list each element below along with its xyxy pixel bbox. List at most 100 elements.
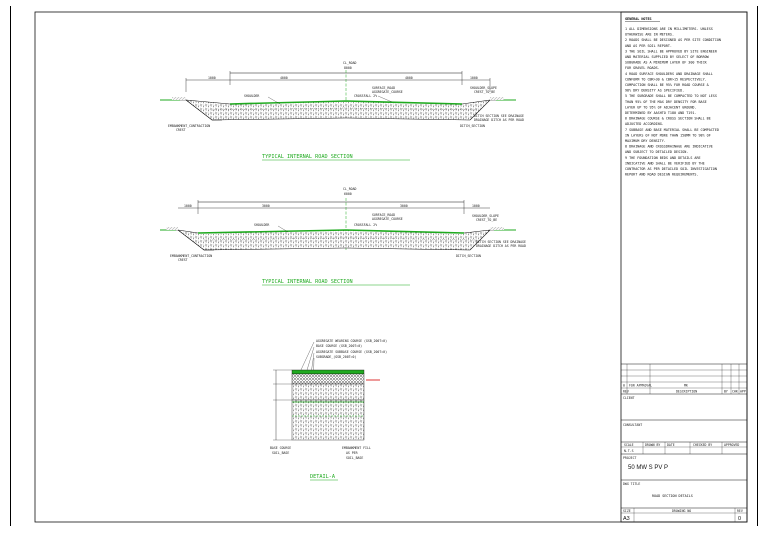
general-note-line: SUBGRADE AS A MINIMUM LAYER OF 300 THICK <box>625 61 708 65</box>
section2-left-dim: 3000 <box>262 204 270 208</box>
section1-callout-crest: CREST <box>176 128 186 132</box>
section2-total-width: 6000 <box>344 192 352 196</box>
general-note-line: CONTRACTOR AS PER DETAILED SOIL INVESTIG… <box>625 167 717 171</box>
drawing-no-label: DRAWING NO <box>672 509 691 513</box>
general-note-line: AND AS PER SOIL REPORT. <box>625 44 672 48</box>
section1-ditch-label: DITCH SECTION SEE DRAINAGE <box>474 114 524 118</box>
general-notes-heading: GENERAL NOTES <box>625 17 652 21</box>
section1-slope-label: DRAINAGE DITCH AS PER ROAD <box>474 118 524 122</box>
rev-header-chk: CHK <box>732 390 738 394</box>
general-note-line: AND MATERIAL SUPPLIED BY SELECT OF BORRO… <box>625 55 710 59</box>
detail-title: DETAIL-A <box>310 474 336 480</box>
detail-subgrade <box>291 399 365 441</box>
section1-callout-shoulder: SHOULDER <box>244 94 259 98</box>
road-section-1: CL_ROAD 8000 1000 4000 4000 1000 SHOULDE… <box>160 61 524 161</box>
detail-layer-4: SUBGRADE_(GSB_200T=0) <box>316 355 356 359</box>
section1-callout-aggregate: AGGREGATE_COURSE <box>372 90 403 94</box>
consultant-label: CONSULTANT <box>623 423 642 427</box>
section1-callout-surface: SURFACE_ROAD <box>372 86 395 90</box>
general-note-line: DETERMINED BY AASHTO T180 AND T191. <box>625 111 696 115</box>
general-note-line: REPORT AND ROAD DESIGN REQUIREMENTS. <box>625 173 699 177</box>
general-note-line: 7 SUBBASE AND BASE MATERIAL SHALL BE COM… <box>625 128 719 132</box>
section2-callout-embankment: EMBANKMENT_CONTRACTION <box>170 254 212 258</box>
section2-mid-label: CROSSFALL 2% <box>354 223 377 227</box>
drawing-title-label: DWG TITLE <box>623 482 640 486</box>
detail-layer-2: BASE COURSE (GSB_200T=0) <box>316 344 362 348</box>
section1-callout-embankment: EMBANKMENT_CONTRACTION <box>168 124 210 128</box>
rev-header-app: APP <box>740 390 746 394</box>
rev-value: 0 <box>738 516 741 522</box>
rev-header-rev: REV <box>623 390 629 394</box>
general-note-line: 4 ROAD SURFACE SHOULDERS AND DRAINAGE SH… <box>625 72 713 76</box>
size-value: A3 <box>623 516 630 522</box>
section1-cl-label: CL_ROAD <box>343 61 357 65</box>
left-divider-line <box>10 6 11 526</box>
section2-callout-aggregate: AGGREGATE_COURSE <box>372 217 403 221</box>
rev-row-1-desc: FOR APPROVAL <box>629 384 652 388</box>
detail-left-bottom-2: SOIL_BASE <box>272 451 289 455</box>
section1-title: TYPICAL INTERNAL ROAD SECTION <box>262 154 353 160</box>
general-note-line: CONFORM TO CBR>30 & CBR>15 RESPECTIVELY. <box>625 77 707 81</box>
general-note-line: 9 THE FOUNDATION BEDS AND DETAILS ARE <box>625 156 701 160</box>
section1-right-dim: 4000 <box>405 76 413 80</box>
general-note-line: AND SUBJECT TO DETAILED DESIGN. <box>625 150 688 154</box>
detail-left-bottom-1: BASE COURSE <box>270 446 291 450</box>
rev-header-by: BY <box>724 390 728 394</box>
section2-shoulder-dim-right: 1000 <box>472 204 480 208</box>
detail-wearing-course <box>291 369 365 375</box>
info-value-scale: N.T.S <box>624 449 634 453</box>
section2-right-dim: 3000 <box>400 204 408 208</box>
section1-left-dim: 4000 <box>280 76 288 80</box>
general-note-line: FOR GRAVEL ROADS. <box>625 66 660 70</box>
section2-callout-surface: SURFACE_ROAD <box>372 213 395 217</box>
section2-slope-label: DRAINAGE DITCH AS PER ROAD <box>476 244 526 248</box>
general-note-line: IN LAYERS OF NOT MORE THAN 150MM TO 98% … <box>625 133 711 137</box>
rev-row-1-rev: 0 <box>623 384 625 388</box>
general-note-line: LAYER UP TO 95% OF ADJACENT GROUND. <box>625 105 696 109</box>
section2-callout-shoulder: SHOULDER <box>254 223 269 227</box>
detail-a: AGGREGATE WEARING COURSE (GSB_200T=0) BA… <box>270 339 387 481</box>
general-note-line: ADJUSTED ACCORDING. <box>625 122 664 126</box>
detail-subbase-course <box>291 383 365 401</box>
title-block: 0 FOR APPROVAL MK REV DESCRIPTION BY CHK… <box>621 363 747 522</box>
section2-cl-label: CL_ROAD <box>343 187 357 191</box>
info-header-scale: SCALE <box>624 443 634 447</box>
detail-base-course <box>291 373 365 385</box>
section1-callout-shoulder-slope: SHOULDER_SLOPE <box>470 86 497 90</box>
general-note-line: THAN 95% OF THE MAX DRY DENSITY FOR BASE <box>625 100 707 104</box>
info-header-drawn: DRAWN BY <box>645 443 660 447</box>
section2-callout-ditch: DITCH_SECTION <box>456 254 481 258</box>
detail-layer-3: AGGREGATE SUBBASE COURSE (GSB_200T=0) <box>316 350 387 354</box>
general-note-line: 3 THE SOIL SHALL BE APPROVED BY SITE ENG… <box>625 49 718 53</box>
general-note-line: INDICATIVE AND SHALL BE VERIFIED BY THE <box>625 161 705 165</box>
project-name: 50 MW S PV P <box>628 465 668 471</box>
general-note-line: 5 THE SUBGRADE SHALL BE COMPACTED TO NOT… <box>625 94 717 98</box>
general-note-line: OTHERWISE ARE IN METERS. <box>625 33 674 37</box>
detail-layer-1: AGGREGATE WEARING COURSE (GSB_200T=0) <box>316 339 387 343</box>
section1-callout-crest-to-be: CREST_TO_BE <box>474 90 495 94</box>
right-divider-line <box>757 6 758 526</box>
section1-shoulder-dim-left: 1000 <box>208 76 216 80</box>
rev-label: REV <box>737 509 743 513</box>
general-note-line: 6 DRAINAGE COURSE & CROSS SECTION SHALL … <box>625 117 711 121</box>
section2-callout-crest-to-be: CREST_TO_BE <box>476 218 497 222</box>
section2-shoulder-dim-left: 1000 <box>184 204 192 208</box>
general-note-line: 8 DRAINAGE AND CROSSDRAINAGE ARE INDICAT… <box>625 145 713 149</box>
detail-right-bottom-1: EMBANKMENT FILL <box>342 446 371 450</box>
general-note-line: 98% DRY DENSITY AS SPECIFIED. <box>625 89 684 93</box>
drawing-title: ROAD SECTION DETAILS <box>652 494 693 498</box>
general-note-line: COMPACTION SHALL BE 95% FOR ROAD COURSE … <box>625 83 710 87</box>
info-header-checked: CHECKED BY <box>693 443 712 447</box>
general-note-line: 2 ROADS SHALL BE DESIGNED AS PER SITE CO… <box>625 38 721 42</box>
section1-mid-label: CROSSFALL 2% <box>354 94 377 98</box>
section2-callout-crest: CREST <box>178 258 188 262</box>
info-header-approved: APPROVED <box>724 443 739 447</box>
info-header-date: DATE <box>667 443 675 447</box>
rev-header-desc: DESCRIPTION <box>676 390 697 394</box>
section2-callout-shoulder-slope: SHOULDER_SLOPE <box>472 214 499 218</box>
general-note-line: MAXIMUM DRY DENSITY. <box>625 139 666 143</box>
general-notes: GENERAL NOTES 1 ALL DIMENSIONS ARE IN MI… <box>625 17 721 177</box>
rev-row-1-by: MK <box>684 384 688 388</box>
section1-callout-ditch: DITCH_SECTION <box>460 124 485 128</box>
